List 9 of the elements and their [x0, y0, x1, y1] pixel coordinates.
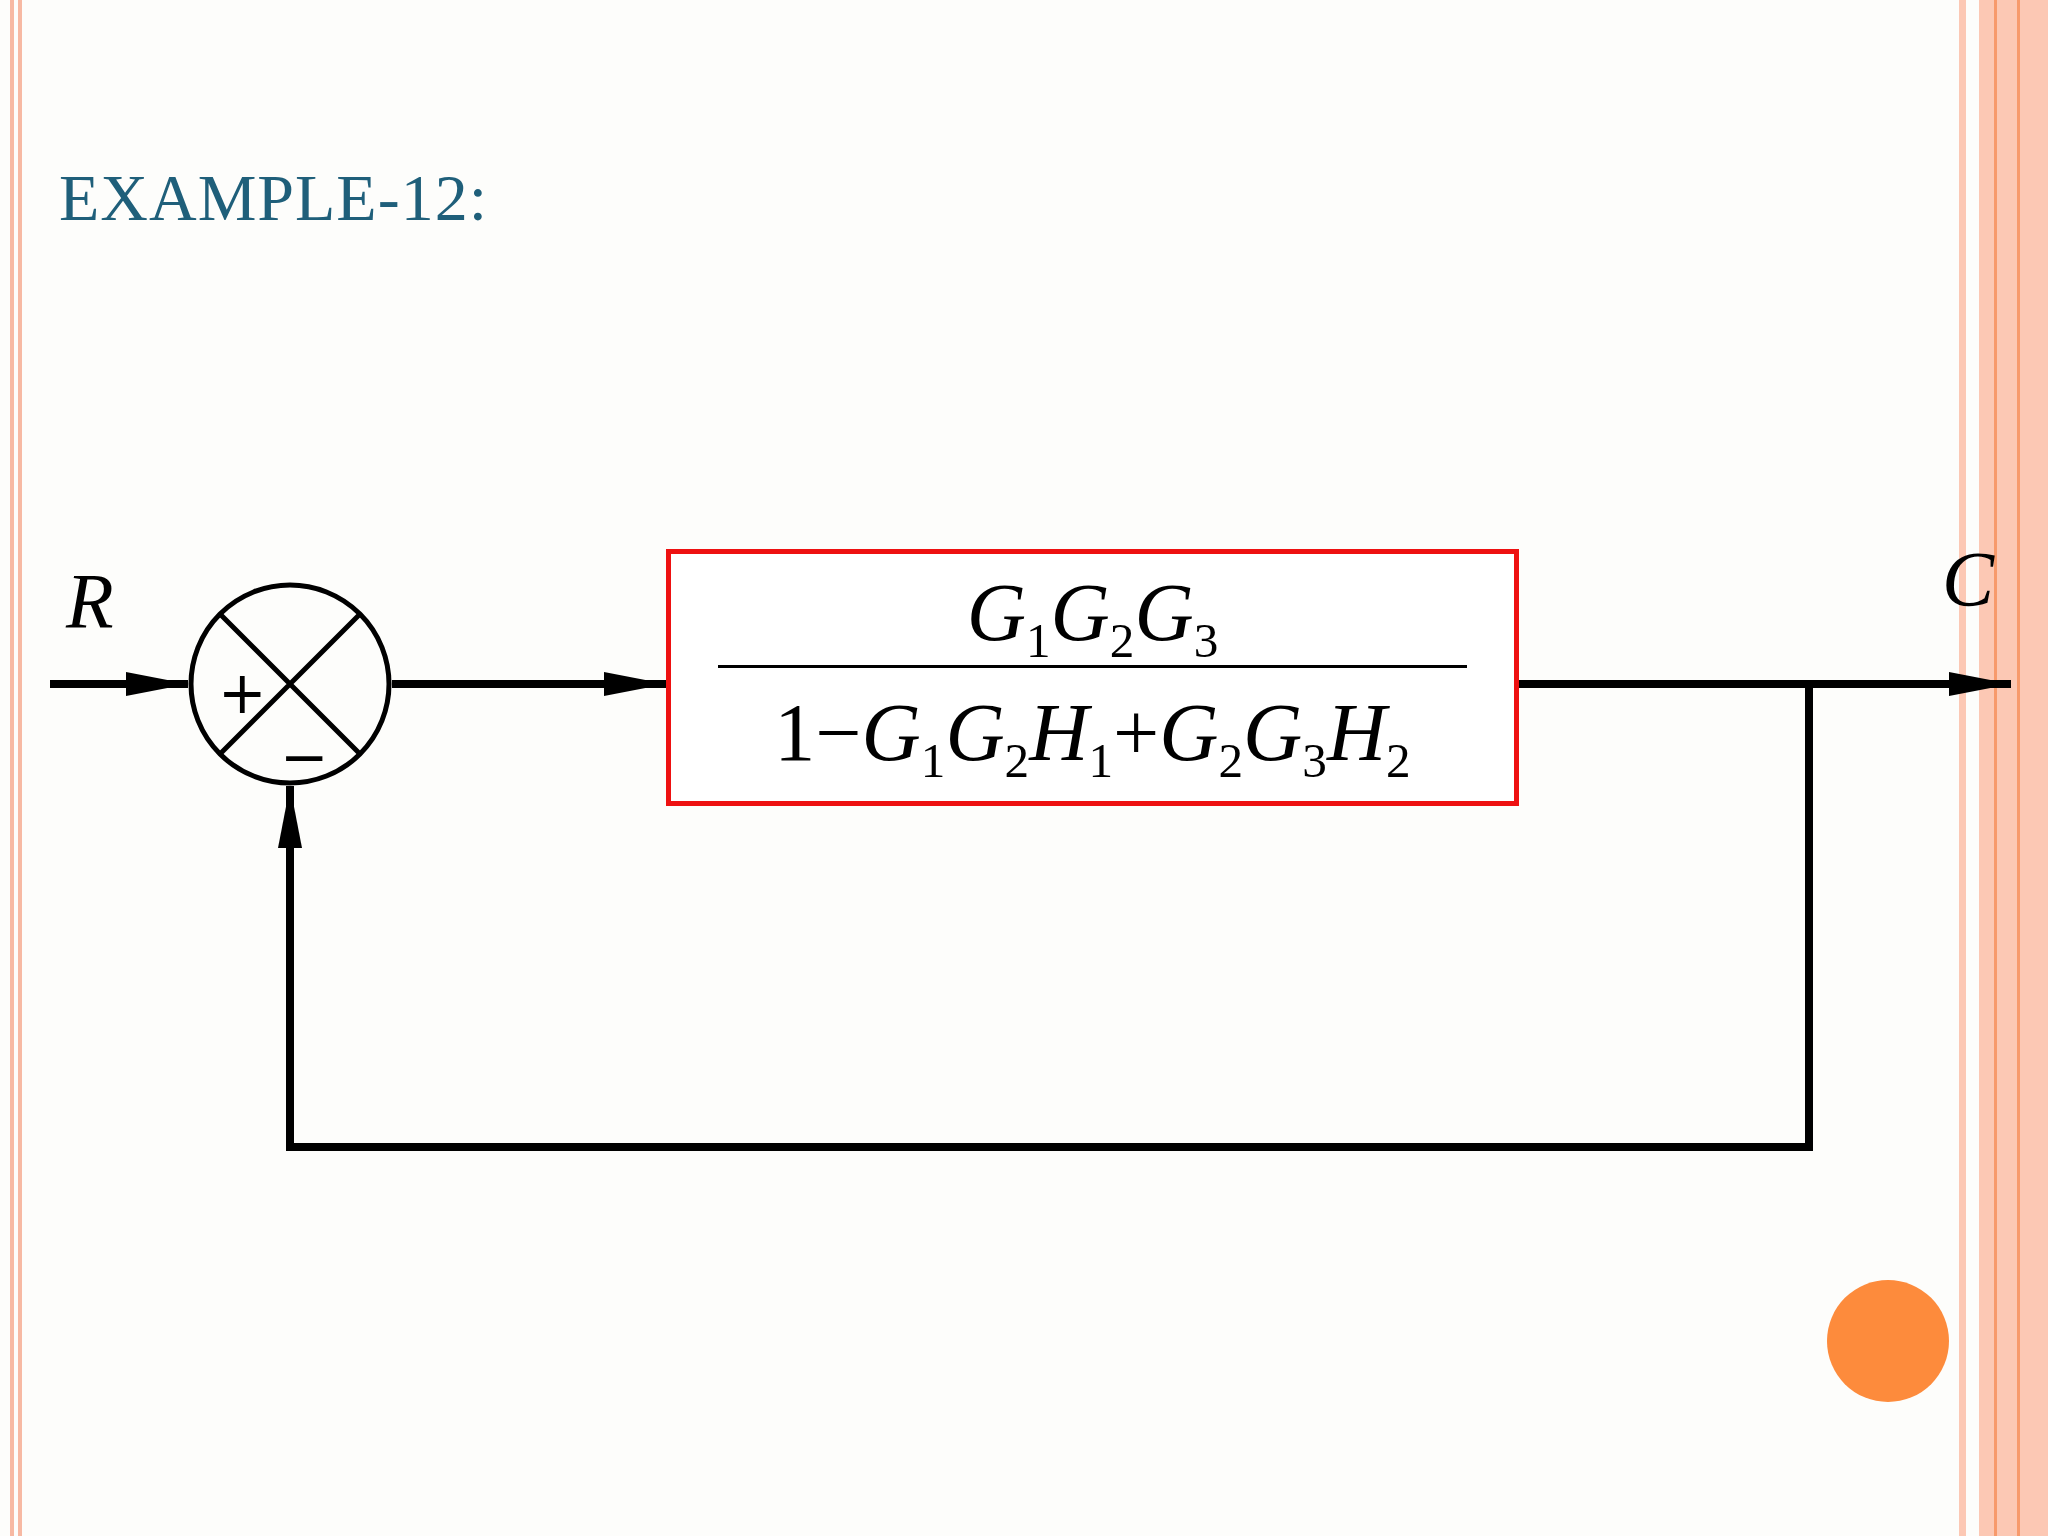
arrow [278, 680, 1813, 1151]
minus-sign: − [280, 728, 329, 786]
transfer-function-block [666, 549, 1519, 806]
summing-junction [188, 582, 392, 786]
slide-title: EXAMPLE-12: [59, 160, 488, 236]
plus-sign: + [218, 664, 267, 722]
numerator: G$_{1}$G$_{2}$G$_{3}$ [965, 572, 1220, 666]
denominator: 1−G$_{1}$G$_{2}$H$_{1}$+G$_{2}$G$_{3}$H$_{2}$ [773, 692, 1412, 786]
signal-label: R [66, 562, 114, 640]
